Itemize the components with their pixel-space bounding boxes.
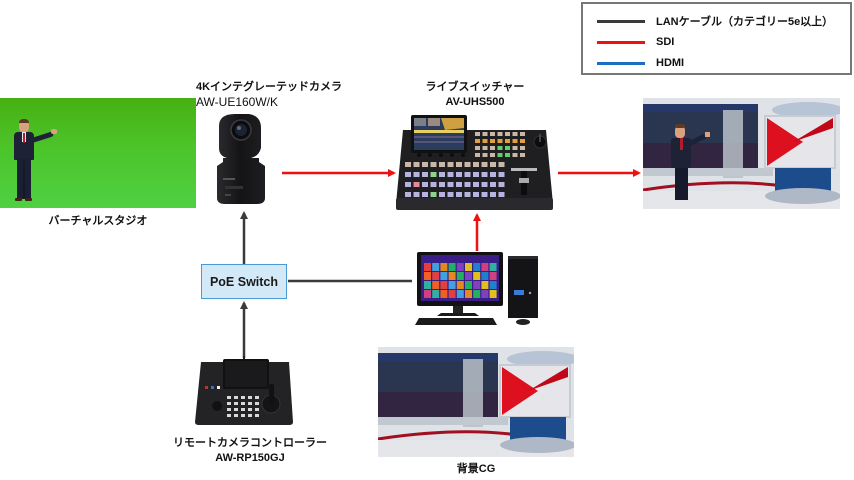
presenter-in-set bbox=[671, 124, 710, 200]
legend-swatch-sdi bbox=[597, 40, 645, 44]
legend-swatch-lan bbox=[597, 19, 645, 23]
legend-label-lan: LANケーブル（カテゴリー5e以上） bbox=[656, 16, 834, 28]
remote-camera-controller-image bbox=[195, 356, 293, 425]
pc-workstation-image bbox=[415, 252, 538, 325]
legend-label-hdmi: HDMI bbox=[656, 57, 685, 69]
legend-item-lan: LANケーブル（カテゴリー5e以上） bbox=[597, 14, 833, 28]
background-cg-label: 背景CG bbox=[456, 463, 496, 475]
virtual-studio-image bbox=[0, 98, 196, 208]
controller-label-name: リモートカメラコントローラー bbox=[173, 437, 327, 449]
poe-switch-box: PoE Switch bbox=[201, 264, 287, 299]
switcher-label-model: AV-UHS500 bbox=[445, 96, 505, 108]
legend-item-hdmi: HDMI bbox=[597, 56, 684, 70]
legend-item-sdi: SDI bbox=[597, 35, 674, 49]
composite-output-image bbox=[643, 98, 840, 209]
studio-label: バーチャルスタジオ bbox=[48, 215, 148, 227]
live-switcher-image bbox=[396, 115, 553, 210]
presenter-figure bbox=[8, 118, 58, 208]
switcher-label-name: ライブスイッチャー bbox=[425, 81, 525, 93]
ptz-camera-image bbox=[217, 114, 265, 204]
camera-label-model: AW-UE160W/K bbox=[196, 95, 279, 109]
background-cg-image bbox=[378, 347, 574, 457]
legend: LANケーブル（カテゴリー5e以上） SDI HDMI bbox=[581, 2, 852, 75]
controller-label-model: AW-RP150GJ bbox=[215, 452, 285, 464]
camera-label-name: 4Kインテグレーテッドカメラ bbox=[196, 81, 343, 93]
legend-swatch-hdmi bbox=[597, 61, 645, 65]
legend-label-sdi: SDI bbox=[656, 36, 675, 48]
